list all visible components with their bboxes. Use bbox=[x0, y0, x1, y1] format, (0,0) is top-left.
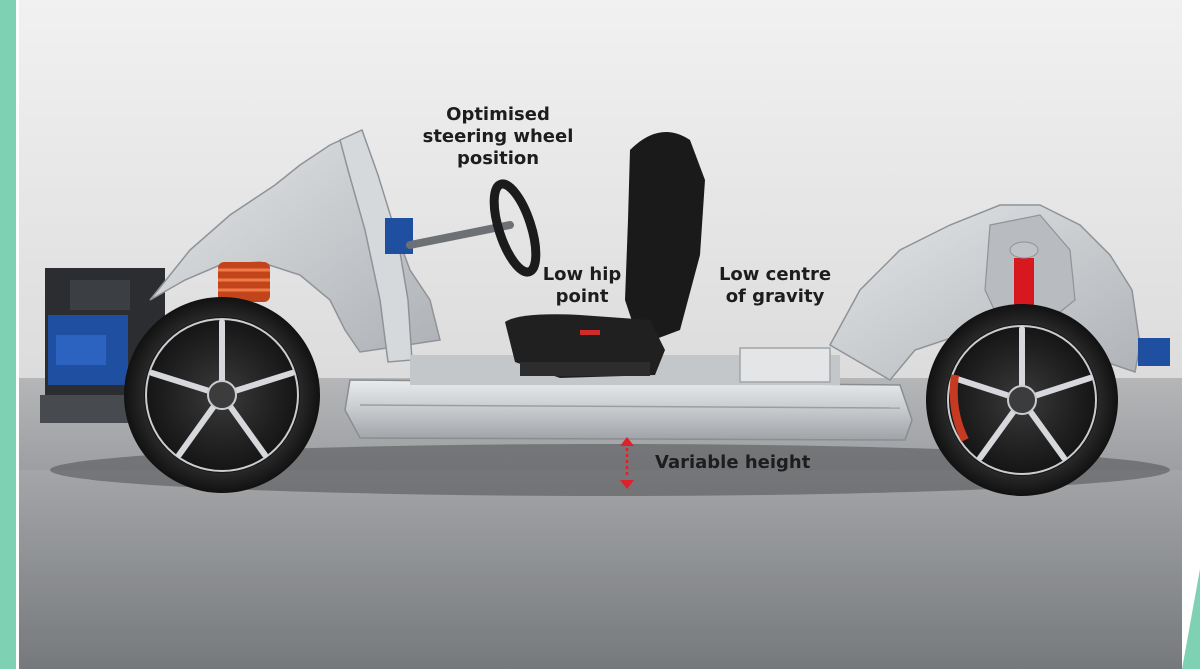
callout-variable-height: Variable height bbox=[655, 452, 810, 474]
sill-crease bbox=[359, 404, 901, 409]
rear-bumper-bracket bbox=[1138, 338, 1170, 366]
left-white-stripe bbox=[16, 0, 19, 669]
callout-steering-line-3: position bbox=[456, 148, 540, 169]
callout-steering-line-1: Optimised bbox=[446, 104, 550, 125]
side-sill bbox=[344, 379, 913, 441]
callout-gravity-line-2: of gravity bbox=[725, 286, 825, 307]
corner-accent bbox=[1182, 569, 1200, 669]
right-white-stripe bbox=[1182, 0, 1200, 669]
variable-height-arrow bbox=[620, 437, 634, 489]
front-wheel bbox=[124, 297, 320, 493]
steering-wheel bbox=[489, 179, 541, 277]
callout-steering-line-2: steering wheel bbox=[422, 126, 574, 147]
steering-column bbox=[406, 221, 514, 249]
left-accent-stripe bbox=[0, 0, 16, 669]
callout-hip-line-1: Low hip bbox=[542, 264, 622, 285]
chassis-shadow bbox=[50, 444, 1170, 496]
chassis-photo bbox=[19, 0, 1182, 669]
callout-hip-line-2: point bbox=[555, 286, 609, 307]
callout-height-text: Variable height bbox=[655, 452, 811, 473]
floor-reflection bbox=[19, 470, 1182, 669]
battery-pack bbox=[739, 347, 831, 383]
callout-gravity-line-1: Low centre bbox=[718, 264, 832, 285]
front-coil-spring bbox=[218, 262, 270, 302]
rear-shock-absorber bbox=[1014, 258, 1034, 306]
callout-steering-position: Optimised steering wheel position bbox=[419, 104, 577, 170]
callout-low-hip-point: Low hip point bbox=[532, 264, 632, 308]
callout-low-centre-of-gravity: Low centre of gravity bbox=[712, 264, 838, 308]
rear-shock-mount bbox=[1009, 241, 1039, 259]
driver-seat bbox=[505, 132, 705, 378]
rear-wheel bbox=[926, 304, 1118, 496]
